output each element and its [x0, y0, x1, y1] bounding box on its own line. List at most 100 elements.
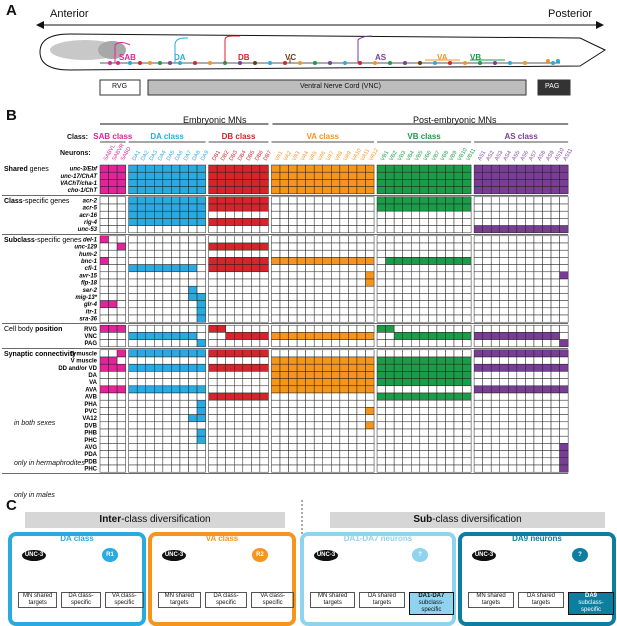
grid-cell — [393, 186, 403, 195]
grid-cell — [365, 457, 375, 466]
grid-cell — [356, 392, 366, 401]
grid-cell — [259, 300, 269, 309]
grid-cell — [428, 457, 438, 466]
neuron-label: VB1 — [380, 150, 390, 162]
grid-cell — [305, 339, 315, 348]
grid-cell — [116, 307, 126, 316]
class-label: Class: — [67, 134, 89, 141]
grid-cell — [259, 349, 269, 358]
grid-cell — [259, 464, 269, 473]
grid-cell — [251, 210, 261, 219]
grid-cell — [550, 186, 560, 195]
grid-cell — [188, 457, 198, 466]
grid-cell — [271, 257, 281, 265]
row-label: bnc-1 — [81, 259, 98, 265]
grid-cell — [453, 363, 463, 372]
grid-cell — [108, 196, 118, 205]
grid-cell — [179, 457, 189, 466]
grid-cell — [208, 349, 218, 358]
grid-cell — [242, 371, 252, 379]
grid-cell — [428, 218, 438, 226]
grid-cell — [411, 314, 421, 323]
grid-cell — [171, 464, 181, 473]
grid-cell — [99, 407, 109, 415]
grid-cell — [136, 356, 146, 365]
grid-cell — [259, 264, 269, 273]
grid-cell — [296, 435, 306, 444]
grid-cell — [331, 339, 341, 348]
grid-cell — [296, 414, 306, 423]
grid-cell — [402, 300, 412, 309]
grid-cell — [271, 186, 281, 195]
grid-cell — [259, 428, 269, 437]
grid-cell — [445, 421, 455, 430]
grid-cell — [428, 235, 438, 244]
grid-cell — [365, 264, 375, 273]
grid-cell — [339, 332, 349, 340]
target-box: VA class-specific — [251, 592, 294, 608]
row-label: hum-2 — [79, 252, 98, 258]
grid-cell — [305, 349, 315, 358]
row-label: DVB — [84, 423, 97, 429]
grid-cell — [145, 314, 155, 323]
grid-cell — [508, 324, 518, 333]
grid-cell — [251, 349, 261, 358]
grid-cell — [242, 457, 252, 466]
grid-cell — [145, 293, 155, 301]
grid-cell — [271, 443, 281, 451]
grid-cell — [376, 464, 386, 473]
grid-cell — [234, 428, 244, 437]
grid-cell — [508, 218, 518, 226]
grid-cell — [251, 457, 261, 466]
grid-cell — [108, 300, 118, 309]
grid-cell — [196, 293, 206, 301]
grid-cell — [411, 218, 421, 226]
grid-cell — [171, 225, 181, 234]
grid-cell — [365, 249, 375, 258]
grid-cell — [128, 271, 138, 280]
grid-cell — [225, 421, 235, 430]
grid-cell — [428, 186, 438, 195]
grid-cell — [550, 464, 560, 473]
grid-cell — [188, 435, 198, 444]
grid-cell — [259, 196, 269, 205]
grid-cell — [305, 179, 315, 187]
grid-cell — [482, 332, 492, 340]
grid-cell — [402, 293, 412, 301]
grid-cell — [179, 414, 189, 423]
grid-cell — [508, 349, 518, 358]
grid-cell — [145, 428, 155, 437]
grid-cell — [365, 363, 375, 372]
grid-cell — [225, 164, 235, 173]
grid-cell — [288, 421, 298, 430]
grid-cell — [128, 464, 138, 473]
target-box: DA shared targets — [359, 592, 405, 608]
grid-cell — [348, 378, 358, 387]
grid-cell — [208, 414, 218, 423]
grid-cell — [322, 293, 332, 301]
grid-cell — [445, 385, 455, 394]
grid-cell — [490, 363, 501, 372]
grid-cell — [259, 314, 269, 323]
grid-cell — [542, 457, 552, 466]
grid-cell — [445, 450, 455, 459]
grid-cell — [99, 464, 109, 473]
grid-cell — [533, 179, 543, 187]
grid-cell — [499, 242, 509, 251]
grid-cell — [516, 278, 526, 287]
grid-cell — [550, 428, 560, 437]
grid-cell — [376, 349, 386, 358]
grid-cell — [402, 264, 412, 273]
grid-cell — [419, 457, 429, 466]
grid-cell — [525, 307, 535, 316]
grid-cell — [279, 399, 289, 408]
grid-cell — [216, 407, 226, 415]
grid-cell — [499, 278, 509, 287]
grid-cell — [508, 371, 518, 379]
grid-cell — [490, 242, 501, 251]
grid-cell — [154, 307, 164, 316]
grid-cell — [482, 428, 492, 437]
grid-cell — [259, 421, 269, 430]
grid-cell — [136, 457, 146, 466]
grid-cell — [482, 399, 492, 408]
